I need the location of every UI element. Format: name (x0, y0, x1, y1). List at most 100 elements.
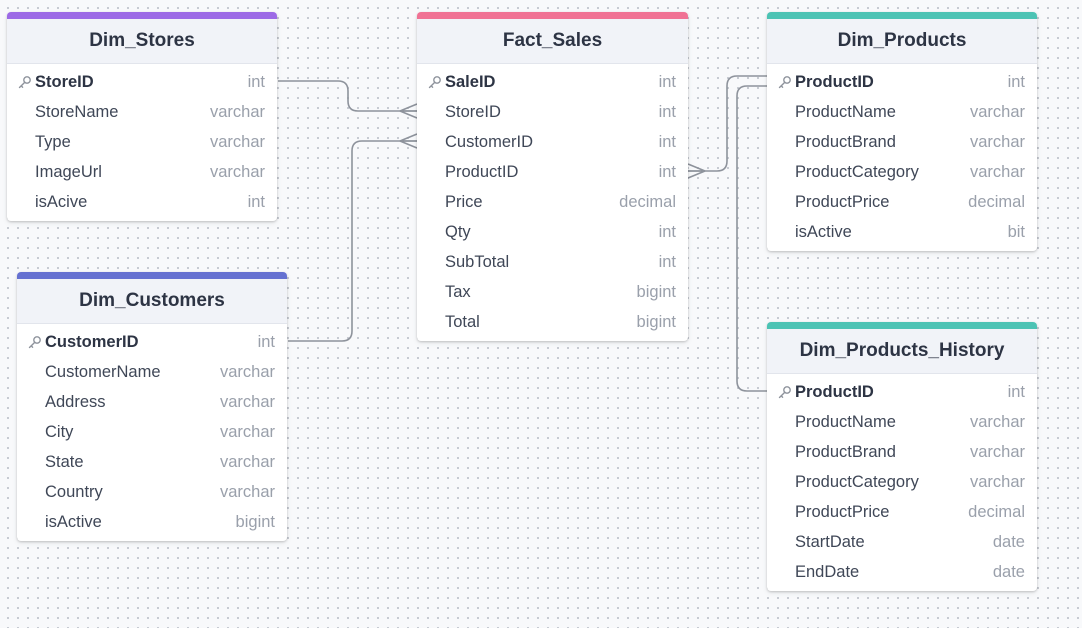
column-name: ProductID (445, 163, 519, 181)
column-name: StartDate (795, 533, 865, 551)
column-row[interactable]: Total bigint (417, 307, 688, 337)
column-row[interactable]: CustomerName varchar (17, 357, 287, 387)
column-type: varchar (219, 363, 275, 381)
column-type: varchar (969, 133, 1025, 151)
column-row[interactable]: Address varchar (17, 387, 287, 417)
column-name: ProductName (795, 103, 896, 121)
column-type: decimal (968, 193, 1025, 211)
column-name: CustomerID (45, 333, 139, 351)
column-type: date (992, 563, 1025, 581)
column-name: Qty (445, 223, 471, 241)
column-row[interactable]: SubTotal int (417, 247, 688, 277)
relation-products-history[interactable] (736, 85, 767, 392)
column-name: City (45, 423, 74, 441)
column-type: decimal (619, 193, 676, 211)
column-name: CustomerName (45, 363, 161, 381)
table-title[interactable]: Fact_Sales (417, 19, 688, 64)
column-type: decimal (968, 503, 1025, 521)
column-type: int (1007, 383, 1025, 401)
column-name: ProductID (795, 73, 874, 91)
column-row[interactable]: Price decimal (417, 187, 688, 217)
column-type: int (658, 253, 676, 271)
column-type: varchar (219, 483, 275, 501)
column-row[interactable]: StoreName varchar (7, 97, 277, 127)
column-name: Total (445, 313, 480, 331)
table-title[interactable]: Dim_Customers (17, 279, 287, 324)
column-type: varchar (209, 103, 265, 121)
column-name: ProductName (795, 413, 896, 431)
column-type: varchar (219, 393, 275, 411)
column-row[interactable]: ProductID int (417, 157, 688, 187)
table-title[interactable]: Dim_Products_History (767, 329, 1037, 374)
relation-stores-sales[interactable] (278, 80, 418, 119)
column-name: StoreID (35, 73, 94, 91)
primary-key-row[interactable]: CustomerID int (17, 327, 287, 357)
column-row[interactable]: CustomerID int (417, 127, 688, 157)
column-row[interactable]: ProductName varchar (767, 407, 1037, 437)
table-title[interactable]: Dim_Stores (7, 19, 277, 64)
column-name: isActive (795, 223, 852, 241)
column-name: isActive (45, 513, 102, 531)
column-type: varchar (969, 413, 1025, 431)
key-icon (18, 75, 32, 89)
column-name: ProductBrand (795, 443, 896, 461)
relation-products-sales[interactable] (687, 75, 767, 179)
column-row[interactable]: EndDate date (767, 557, 1037, 587)
table-color-bar (17, 272, 287, 279)
column-name: StoreName (35, 103, 119, 121)
column-row[interactable]: ProductPrice decimal (767, 497, 1037, 527)
column-type: int (658, 223, 676, 241)
column-name: Address (45, 393, 106, 411)
column-type: int (658, 163, 676, 181)
key-icon (428, 75, 442, 89)
table-color-bar (767, 322, 1037, 329)
column-type: bigint (636, 313, 676, 331)
relation-customers-sales[interactable] (288, 133, 418, 342)
column-type: varchar (209, 163, 265, 181)
column-row[interactable]: Qty int (417, 217, 688, 247)
column-name: ProductPrice (795, 503, 890, 521)
column-name: CustomerID (445, 133, 534, 151)
column-type: int (257, 333, 275, 351)
column-type: int (658, 133, 676, 151)
column-name: State (45, 453, 84, 471)
column-name: ProductCategory (795, 473, 919, 491)
column-name: Price (445, 193, 483, 211)
column-name: StoreID (445, 103, 501, 121)
column-name: EndDate (795, 563, 860, 581)
column-name: SaleID (445, 73, 496, 91)
table-color-bar (7, 12, 277, 19)
column-name: Tax (445, 283, 471, 301)
column-name: SubTotal (445, 253, 510, 271)
table-title[interactable]: Dim_Products (767, 19, 1037, 64)
table-color-bar (417, 12, 688, 19)
